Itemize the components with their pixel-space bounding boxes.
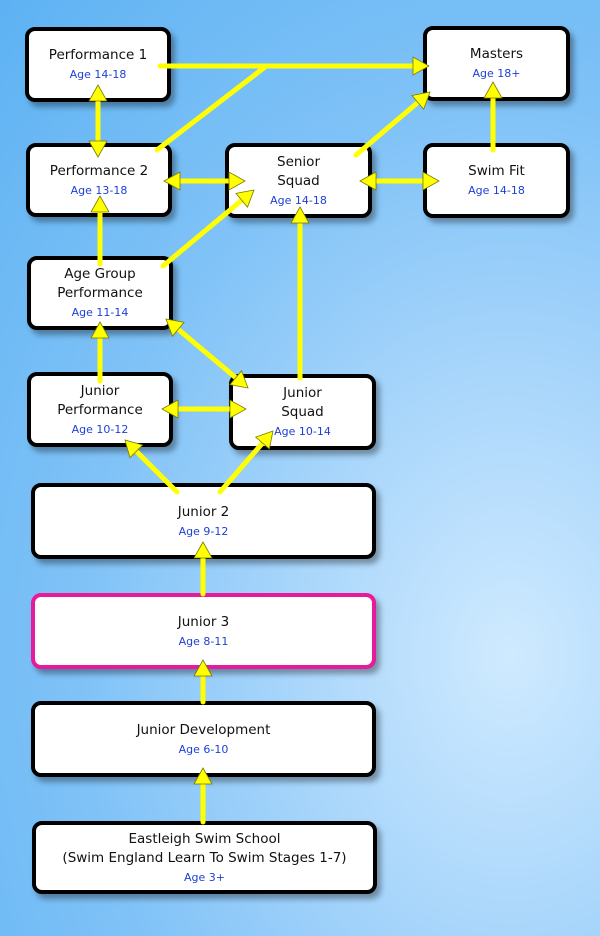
group-age: Age 13-18: [70, 183, 128, 197]
group-age: Age 8-11: [178, 634, 229, 648]
group-name: Junior Performance: [57, 382, 143, 418]
group-age: Age 10-14: [274, 425, 331, 438]
arrow-age-group-junior-squad-shaft: [171, 322, 243, 385]
box-swim-fit: Swim Fit Age 14-18: [423, 143, 570, 218]
group-name: Performance 1: [48, 47, 148, 63]
group-name: Swim Fit: [468, 163, 525, 179]
box-masters: Masters Age 18+: [423, 26, 570, 101]
box-junior-2: Junior 2 Age 9-12: [31, 483, 376, 559]
group-name: Eastleigh Swim School (Swim England Lear…: [62, 830, 347, 866]
box-junior-performance: Junior Performance Age 10-12: [27, 372, 173, 447]
group-name: Junior 2: [177, 503, 230, 520]
box-senior-squad: Senior Squad Age 14-18: [225, 143, 372, 218]
group-age: Age 18+: [472, 67, 521, 80]
group-age: Age 14-18: [69, 68, 127, 81]
group-age: Age 9-12: [178, 524, 229, 538]
group-name: Senior Squad: [277, 153, 320, 189]
group-age: Age 6-10: [178, 742, 229, 756]
box-junior-3: Junior 3 Age 8-11: [31, 593, 376, 669]
box-junior-development: Junior Development Age 6-10: [31, 701, 376, 777]
group-name: Age Group Performance: [57, 266, 143, 301]
group-name: Junior Squad: [281, 385, 324, 420]
box-age-group-performance: Age Group Performance Age 11-14: [27, 256, 173, 330]
box-junior-squad: Junior Squad Age 10-14: [229, 374, 376, 450]
box-performance-2: Performance 2 Age 13-18: [26, 143, 172, 217]
group-age: Age 10-12: [71, 422, 129, 436]
group-age: Age 3+: [184, 870, 225, 884]
group-name: Masters: [469, 46, 524, 62]
box-eastleigh-swim-school: Eastleigh Swim School (Swim England Lear…: [32, 821, 377, 894]
arrow-performance-2-to-masters-shaft: [154, 64, 268, 153]
group-name: Junior Development: [136, 721, 271, 738]
group-name: Junior 3: [177, 613, 230, 630]
group-age: Age 14-18: [270, 193, 327, 207]
box-performance-1: Performance 1 Age 14-18: [25, 27, 171, 102]
group-name: Performance 2: [49, 162, 149, 179]
group-age: Age 14-18: [468, 184, 525, 197]
group-age: Age 11-14: [71, 306, 129, 319]
